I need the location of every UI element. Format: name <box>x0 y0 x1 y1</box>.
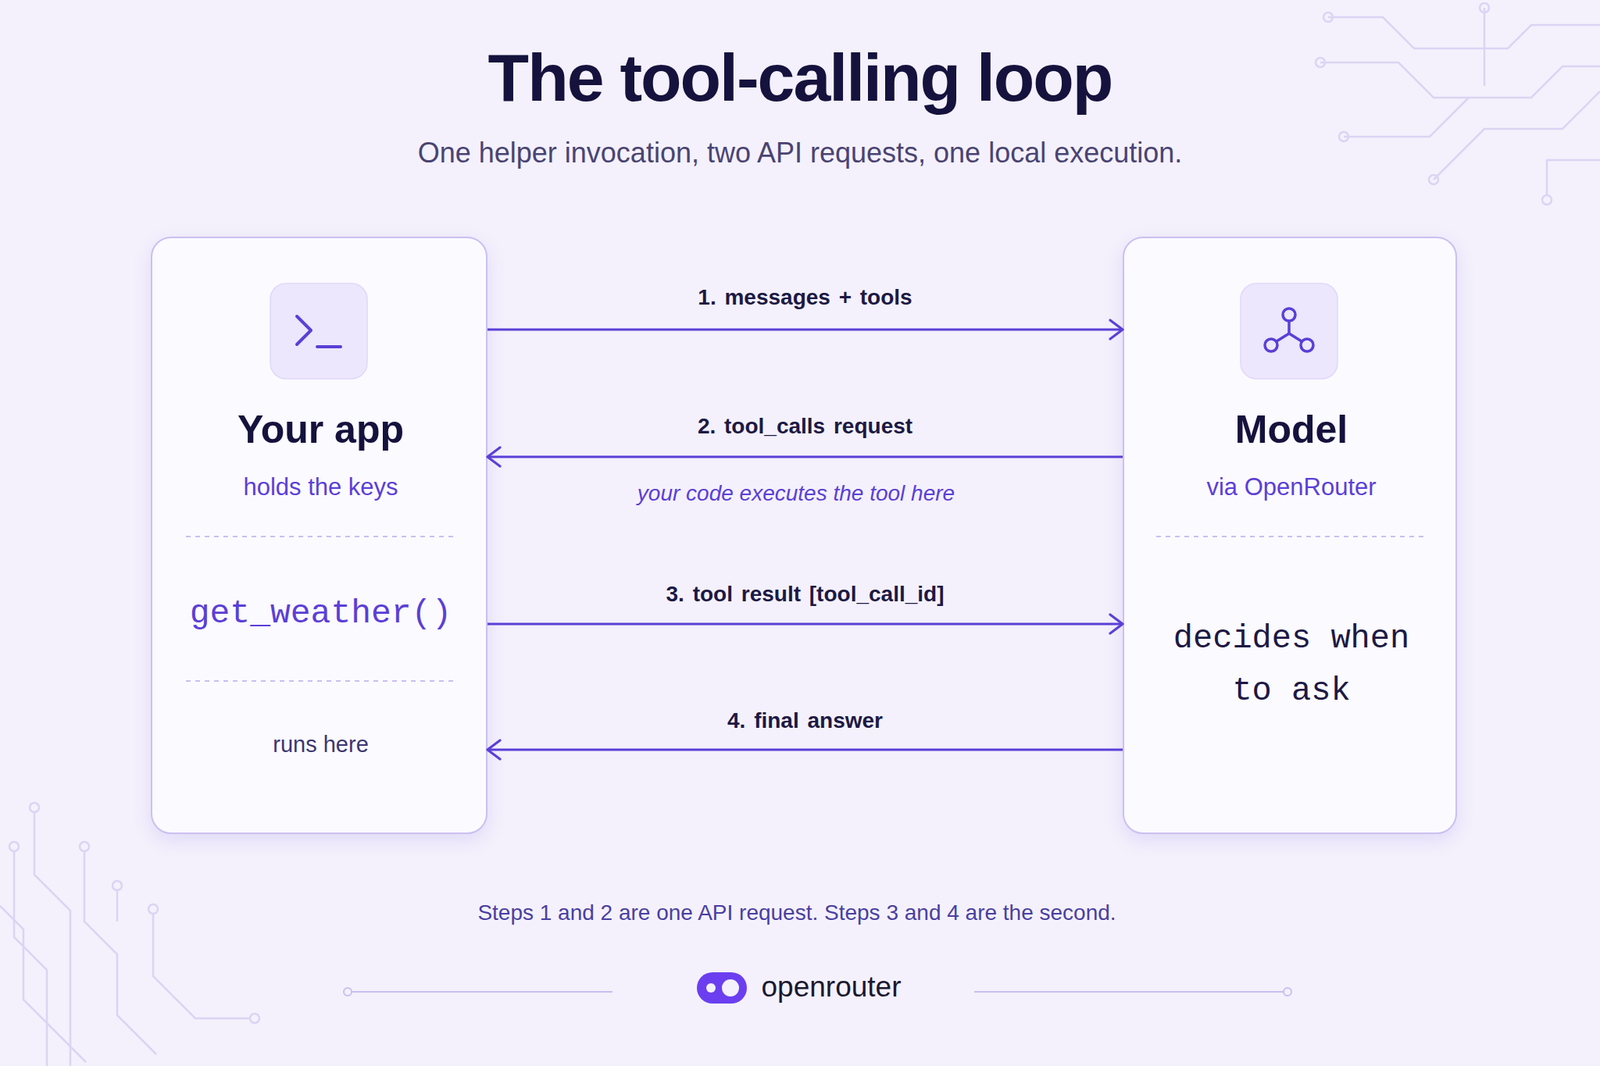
model-symbol-node <box>1282 308 1296 322</box>
footer-dot <box>1283 988 1292 997</box>
node-note: runs here <box>272 731 369 759</box>
node-role: decides when to ask <box>1162 613 1421 718</box>
node-title: Your app <box>237 406 404 454</box>
footer-line <box>974 991 1284 993</box>
brand-logo <box>696 972 747 1004</box>
brand-name: openrouter <box>761 970 902 1005</box>
node-title: Model <box>1235 406 1348 454</box>
circuit-trace <box>1320 62 1600 98</box>
arrow-label: 3. tool result [tool_call_id] <box>666 581 945 608</box>
node-subtitle: via OpenRouter <box>1206 472 1376 502</box>
divider-line <box>1156 535 1424 538</box>
circuit-node <box>9 842 19 852</box>
circuit-trace <box>14 851 47 1066</box>
model-symbol <box>1264 308 1314 352</box>
icon-tile <box>270 283 368 379</box>
circuit-node <box>250 1014 260 1024</box>
divider-line <box>185 535 454 538</box>
process-box: Model via OpenRouter decides when to ask <box>1122 236 1458 835</box>
title: The tool-calling loop <box>488 37 1113 118</box>
divider-line <box>185 680 454 683</box>
circuit-node <box>112 881 122 891</box>
circuit-trace <box>84 851 157 1055</box>
circuit-trace <box>153 914 250 1019</box>
circuit-trace <box>1328 17 1600 49</box>
circuit-node <box>29 803 40 813</box>
arrow-label: 1. messages + tools <box>697 284 912 311</box>
circuit-node <box>79 842 90 852</box>
model-symbol-link <box>1276 321 1302 342</box>
circuit-node <box>1323 12 1333 22</box>
arrow-label: 4. final answer <box>727 707 883 735</box>
node-subtitle: holds the keys <box>242 472 398 502</box>
arrow-label: 2. tool_calls request <box>697 413 913 440</box>
circuit-node <box>1315 57 1325 68</box>
flow-arrow <box>487 749 1123 752</box>
circuit-pattern <box>0 3 1600 1066</box>
flow-arrow <box>487 328 1123 332</box>
terminal-symbol <box>317 345 341 349</box>
divider <box>185 536 1424 682</box>
terminal-symbol <box>296 316 311 345</box>
circuit-trace <box>1343 97 1469 137</box>
icon-tile <box>1240 283 1338 379</box>
logo-shape <box>696 972 747 1004</box>
circuit-node <box>1542 195 1552 205</box>
circuit-trace <box>116 890 119 922</box>
circuit-trace <box>1483 7 1486 86</box>
circuit-node <box>1339 132 1349 142</box>
circuit-trace <box>0 906 86 1063</box>
process-box: Your app holds the keys get_weather()runs … <box>150 236 488 835</box>
circuit-node <box>1428 175 1439 185</box>
model-symbol-node <box>1300 339 1314 352</box>
logo-cutout <box>721 979 740 997</box>
circuit-node <box>148 904 158 915</box>
flow-arrow <box>487 623 1123 626</box>
function-name: get_weather() <box>189 593 452 635</box>
subtitle: One helper invocation, two API requests,… <box>417 135 1183 170</box>
footer-line <box>351 991 613 993</box>
logo-cutout <box>706 983 716 993</box>
circuit-node <box>1479 3 1490 13</box>
flow-arrow <box>487 456 1123 459</box>
model-symbol-node <box>1264 339 1278 352</box>
circuit-trace <box>1433 91 1600 180</box>
step-note: your code executes the tool here <box>637 480 955 508</box>
caption: Steps 1 and 2 are one API request. Steps… <box>477 900 1116 927</box>
footer-dot <box>343 988 352 997</box>
circuit-trace <box>1546 160 1600 196</box>
